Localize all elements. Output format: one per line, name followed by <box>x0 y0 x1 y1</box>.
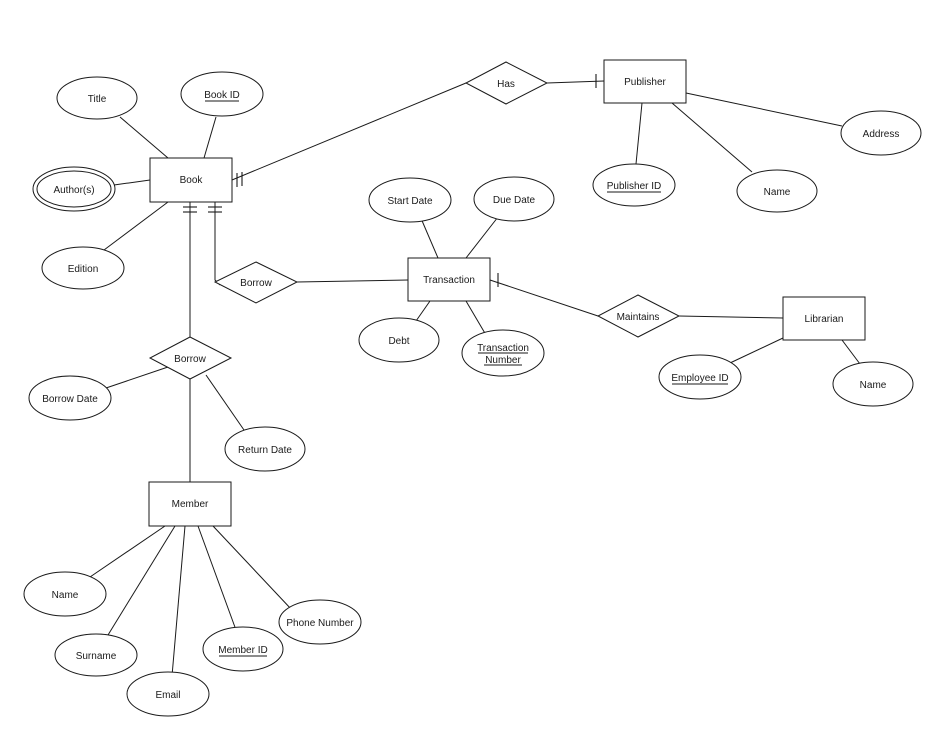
link-member-name <box>89 525 166 578</box>
attribute-due-date: Due Date <box>473 176 555 222</box>
attribute-authors: Author(s) <box>32 166 116 212</box>
entity-member-label: Member <box>172 499 209 510</box>
link-librarian-name <box>841 339 861 365</box>
attribute-debt: Debt <box>358 317 440 363</box>
attribute-borrow-date: Borrow Date <box>28 375 112 421</box>
attribute-surname-label: Surname <box>76 651 117 662</box>
link-member-phone <box>212 525 293 611</box>
entity-publisher: Publisher <box>603 59 687 104</box>
link-book-has <box>231 82 467 181</box>
cardinality-marks <box>183 74 597 287</box>
attribute-transaction-number: Transaction Number <box>461 329 545 377</box>
relationship-has: Has <box>464 61 549 105</box>
attribute-librarian-name-label: Name <box>860 380 887 391</box>
attribute-phone-number: Phone Number <box>278 599 362 645</box>
attribute-due-date-label: Due Date <box>493 195 536 206</box>
attribute-edition-label: Edition <box>68 264 99 275</box>
link-transaction-duedate <box>465 216 499 259</box>
entity-publisher-label: Publisher <box>624 77 666 88</box>
entity-book: Book <box>149 157 233 203</box>
attribute-publisher-name: Name <box>736 169 818 213</box>
link-transaction-maintains <box>489 279 599 317</box>
attribute-librarian-name: Name <box>832 361 914 407</box>
attribute-book-id-label: Book ID <box>204 90 240 101</box>
relationship-maintains-label: Maintains <box>617 312 660 323</box>
link-book-authors <box>113 179 151 186</box>
attribute-employee-id: Employee ID <box>658 354 742 400</box>
link-member-surname <box>107 525 176 636</box>
attribute-phone-number-label: Phone Number <box>286 618 354 629</box>
attribute-member-id-label: Member ID <box>218 645 267 656</box>
attribute-borrow-date-label: Borrow Date <box>42 394 98 405</box>
link-transaction-startdate <box>419 215 439 259</box>
entity-book-label: Book <box>180 175 204 186</box>
entity-member: Member <box>148 481 232 527</box>
attribute-edition: Edition <box>41 246 125 290</box>
link-borrow-borrowdate <box>105 366 169 389</box>
entity-transaction-label: Transaction <box>423 275 475 286</box>
attribute-start-date: Start Date <box>368 177 452 223</box>
attribute-transaction-number-label-1: Transaction <box>477 343 529 354</box>
link-publisher-name <box>671 102 753 173</box>
link-borrow-returndate <box>205 374 245 431</box>
relationship-borrow-transaction: Borrow <box>213 261 299 304</box>
entity-transaction: Transaction <box>407 257 491 302</box>
relationship-borrow-member-label: Borrow <box>174 354 206 365</box>
relationship-maintains: Maintains <box>596 294 681 338</box>
attribute-address: Address <box>840 110 922 156</box>
attribute-publisher-id: Publisher ID <box>592 163 676 207</box>
attribute-email-label: Email <box>155 690 180 701</box>
link-has-publisher <box>546 80 605 84</box>
attribute-surname: Surname <box>54 633 138 677</box>
attribute-address-label: Address <box>863 129 900 140</box>
attribute-employee-id-label: Employee ID <box>671 373 728 384</box>
link-maintains-librarian <box>678 315 784 319</box>
attribute-publisher-name-label: Name <box>764 187 791 198</box>
link-transaction-debt <box>415 300 431 322</box>
attribute-transaction-number-label-2: Number <box>485 355 521 366</box>
link-publisher-id <box>635 102 643 165</box>
attribute-start-date-label: Start Date <box>387 196 432 207</box>
entity-librarian: Librarian <box>782 296 866 341</box>
attribute-publisher-id-label: Publisher ID <box>607 181 661 192</box>
entity-librarian-label: Librarian <box>805 314 844 325</box>
link-member-memberid <box>197 525 237 631</box>
relationship-has-label: Has <box>497 79 515 90</box>
link-publisher-address <box>685 92 843 127</box>
link-librarian-employeeid <box>729 337 784 364</box>
link-member-email <box>171 525 186 677</box>
attribute-email: Email <box>126 671 210 717</box>
link-transaction-number <box>465 300 487 336</box>
relationship-borrow-transaction-label: Borrow <box>240 278 272 289</box>
link-book-title <box>119 116 169 159</box>
link-book-borrow-transaction <box>214 202 221 286</box>
attribute-title: Title <box>56 76 138 120</box>
attribute-book-id: Book ID <box>180 71 264 117</box>
attribute-debt-label: Debt <box>388 336 409 347</box>
attribute-return-date: Return Date <box>224 426 306 472</box>
attribute-return-date-label: Return Date <box>238 445 292 456</box>
attribute-member-id: Member ID <box>202 626 284 672</box>
attribute-title-label: Title <box>88 94 107 105</box>
attribute-member-name-label: Name <box>52 590 79 601</box>
attribute-authors-label: Author(s) <box>53 185 94 196</box>
attribute-member-name: Name <box>23 571 107 617</box>
relationship-borrow-member: Borrow <box>148 336 233 380</box>
link-book-bookid <box>203 116 217 159</box>
connectors <box>89 80 861 677</box>
link-book-edition <box>103 201 169 251</box>
link-borrow-transaction <box>296 279 409 283</box>
